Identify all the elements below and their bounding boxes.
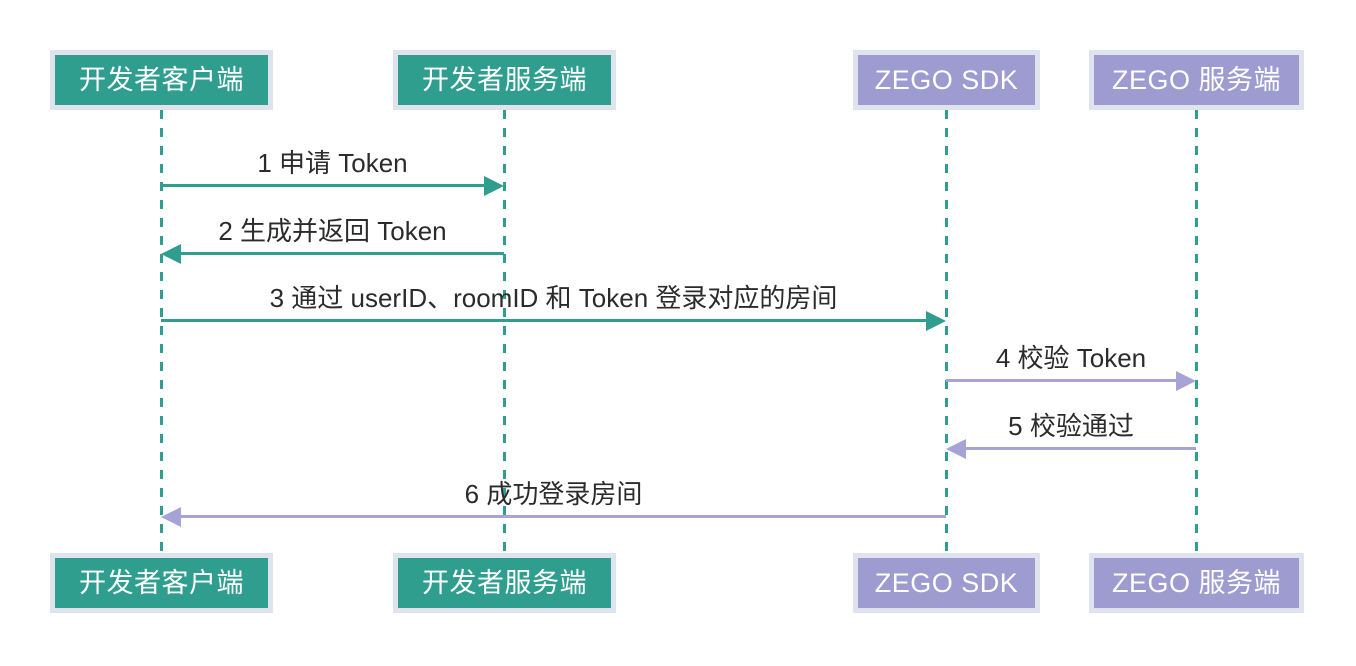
arrowhead-left-icon-5 xyxy=(946,438,966,459)
message-line-3 xyxy=(161,319,926,322)
participant-box-zego-server-top[interactable]: ZEGO 服务端 xyxy=(1089,50,1304,110)
participant-box-dev-client-bottom[interactable]: 开发者客户端 xyxy=(50,553,273,613)
participant-box-dev-client-top[interactable]: 开发者客户端 xyxy=(50,50,273,110)
message-label-2: 2 生成并返回 Token xyxy=(218,216,447,246)
message-line-2 xyxy=(181,252,504,255)
lifeline-zego-server xyxy=(1195,110,1198,553)
participant-box-zego-sdk-top[interactable]: ZEGO SDK xyxy=(853,50,1040,110)
message-label-5: 5 校验通过 xyxy=(1008,411,1134,441)
message-line-6 xyxy=(181,515,946,518)
participant-label: 开发者客户端 xyxy=(79,567,244,598)
arrowhead-left-icon-6 xyxy=(161,506,181,527)
participant-label: ZEGO SDK xyxy=(874,567,1019,598)
message-label-4: 4 校验 Token xyxy=(995,343,1147,373)
arrowhead-right-icon-3 xyxy=(926,310,946,331)
message-label-1: 1 申请 Token xyxy=(257,148,408,178)
participant-label: ZEGO SDK xyxy=(874,64,1019,95)
participant-label: 开发者服务端 xyxy=(422,64,587,95)
participant-label: 开发者客户端 xyxy=(79,64,244,95)
arrowhead-right-icon-4 xyxy=(1176,370,1196,391)
participant-box-zego-server-bottom[interactable]: ZEGO 服务端 xyxy=(1089,553,1304,613)
lifeline-dev-client xyxy=(160,110,163,553)
participant-box-dev-server-bottom[interactable]: 开发者服务端 xyxy=(393,553,616,613)
participant-label: ZEGO 服务端 xyxy=(1111,64,1281,95)
message-label-6: 6 成功登录房间 xyxy=(464,479,643,509)
lifeline-zego-sdk xyxy=(945,110,948,553)
message-label-3: 3 通过 userID、roomID 和 Token 登录对应的房间 xyxy=(269,283,838,313)
message-line-5 xyxy=(966,447,1196,450)
participant-label: ZEGO 服务端 xyxy=(1111,567,1281,598)
lifeline-dev-server xyxy=(503,110,506,553)
participant-box-zego-sdk-bottom[interactable]: ZEGO SDK xyxy=(853,553,1040,613)
arrowhead-left-icon-2 xyxy=(161,243,181,264)
arrowhead-right-icon-1 xyxy=(484,175,504,196)
message-line-4 xyxy=(946,379,1176,382)
participant-box-dev-server-top[interactable]: 开发者服务端 xyxy=(393,50,616,110)
participant-label: 开发者服务端 xyxy=(422,567,587,598)
message-line-1 xyxy=(161,184,484,187)
